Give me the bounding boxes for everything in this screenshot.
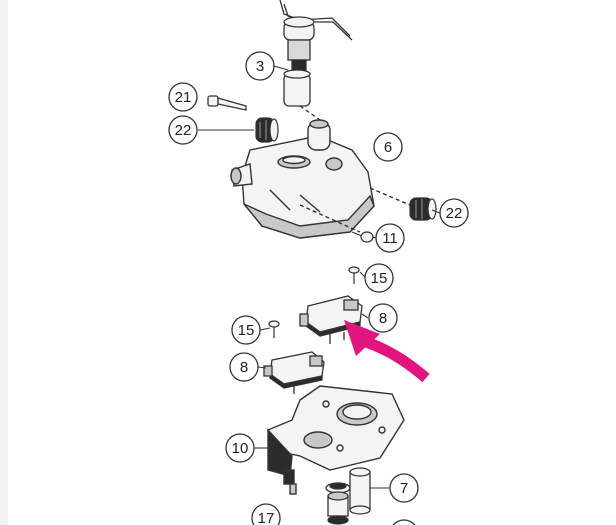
callout-17-label: 17	[258, 510, 275, 525]
callout-8-lower-label: 8	[240, 359, 248, 376]
callout-3-label: 3	[256, 58, 264, 75]
callout-22-left-label: 22	[175, 122, 192, 139]
part-grommet-22-right	[409, 197, 437, 221]
part-screw-15-lower	[268, 320, 280, 338]
callouts: 3 21 22 6 22 11	[168, 51, 469, 525]
callout-11: 11	[375, 223, 405, 253]
part-cylinder-7	[349, 467, 371, 515]
callout-8-lower: 8	[229, 352, 259, 382]
right-margin	[460, 0, 616, 525]
callout-21: 21	[168, 82, 198, 112]
callout-15-lower: 15	[231, 315, 261, 345]
callout-6-label: 6	[384, 139, 392, 156]
callout-22-right: 22	[439, 198, 469, 228]
part-bolt-21	[207, 95, 247, 111]
part-housing-6	[230, 119, 411, 239]
part-grommet-22-left	[255, 117, 279, 143]
callout-17: 17	[251, 503, 281, 525]
leader-lines	[198, 65, 441, 489]
callout-8-upper-label: 8	[379, 310, 387, 327]
left-margin	[0, 0, 8, 525]
callout-6: 6	[373, 132, 403, 162]
part-seal-17	[325, 482, 351, 525]
callout-15-upper: 15	[364, 263, 394, 293]
callout-10: 10	[225, 433, 255, 463]
callout-7-label: 7	[400, 480, 408, 497]
callout-8-upper: 8	[368, 303, 398, 333]
part-screw-15-upper	[348, 266, 360, 284]
callout-7: 7	[389, 473, 419, 503]
callout-11-label: 11	[382, 230, 398, 247]
part-sensor-8-lower	[263, 351, 325, 394]
part-mounting-plate-10	[267, 385, 405, 495]
callout-22-right-label: 22	[446, 205, 463, 222]
callout-21-label: 21	[175, 89, 192, 106]
callout-15-lower-label: 15	[238, 322, 255, 339]
callout-3: 3	[245, 51, 275, 81]
arrow-icon	[344, 320, 430, 383]
callout-partial	[392, 519, 416, 525]
callout-15-upper-label: 15	[371, 270, 388, 287]
callout-22-left: 22	[168, 115, 198, 145]
part-screw-11	[351, 231, 374, 243]
part-sensor-top	[279, 0, 353, 121]
callout-10-label: 10	[232, 440, 249, 457]
